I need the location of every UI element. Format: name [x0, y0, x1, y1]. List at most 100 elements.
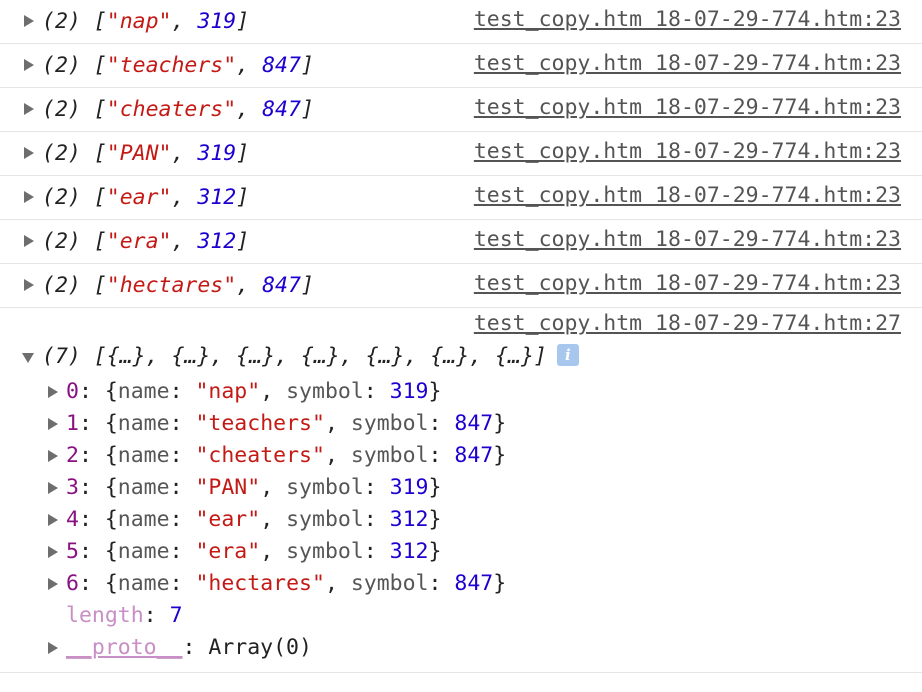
array-length: (2) — [42, 53, 81, 78]
name-key: name — [117, 443, 170, 468]
triangle-right-icon[interactable] — [48, 514, 58, 526]
item-text: 2: {name: "cheaters", symbol: 847} — [66, 443, 507, 468]
triangle-right-icon[interactable] — [24, 191, 34, 203]
name-value: PAN — [208, 475, 248, 500]
proto-key: __proto__ — [66, 635, 183, 660]
symbol-value: 319 — [389, 475, 429, 500]
console-log-row[interactable]: (2) ["teachers", 847] test_copy.htm 18-07… — [0, 44, 922, 88]
array-item[interactable]: 6: {name: "hectares", symbol: 847} — [0, 568, 922, 600]
array-header[interactable]: (7) [{…}, {…}, {…}, {…}, {…}, {…}, {…}] i — [0, 344, 922, 376]
triangle-right-icon[interactable] — [24, 147, 34, 159]
source-link[interactable]: test_copy.htm 18-07-29-774.htm:23 — [473, 271, 901, 296]
triangle-right-icon[interactable] — [48, 578, 58, 590]
console-log-row[interactable]: (2) ["PAN", 319] test_copy.htm 18-07-29-7… — [0, 132, 922, 176]
console-log-row[interactable]: (2) ["cheaters", 847] test_copy.htm 18-07… — [0, 88, 922, 132]
item-index: 5 — [66, 539, 79, 564]
symbol-value: 312 — [389, 539, 429, 564]
item-text: 1: {name: "teachers", symbol: 847} — [66, 411, 507, 436]
triangle-right-icon[interactable] — [48, 546, 58, 558]
string-value: era — [119, 229, 159, 254]
symbol-key: symbol — [286, 539, 364, 564]
log-message[interactable]: (2) ["ear", 312] — [42, 185, 250, 210]
item-text: 4: {name: "ear", symbol: 312} — [66, 507, 442, 532]
name-value: hectares — [208, 571, 312, 596]
source-link[interactable]: test_copy.htm 18-07-29-774.htm:23 — [473, 139, 901, 164]
triangle-right-icon[interactable] — [48, 642, 58, 654]
number-value: 847 — [262, 273, 301, 298]
triangle-right-icon[interactable] — [48, 450, 58, 462]
console-log-row[interactable]: (2) ["era", 312] test_copy.htm 18-07-29-7… — [0, 220, 922, 264]
source-line: test_copy.htm 18-07-29-774.htm:27 — [0, 308, 922, 344]
symbol-key: symbol — [350, 571, 429, 596]
triangle-right-icon[interactable] — [48, 482, 58, 494]
triangle-right-icon[interactable] — [24, 235, 34, 247]
triangle-right-icon[interactable] — [24, 15, 34, 27]
console-log-row[interactable]: (2) ["nap", 319] test_copy.htm 18-07-29-7… — [0, 0, 922, 44]
symbol-key: symbol — [286, 379, 364, 404]
number-value: 847 — [262, 97, 301, 122]
console-log-expanded: test_copy.htm 18-07-29-774.htm:27 (7) [{…… — [0, 308, 922, 673]
array-item[interactable]: 2: {name: "cheaters", symbol: 847} — [0, 440, 922, 472]
string-value: teachers — [119, 53, 224, 78]
string-value: nap — [119, 9, 159, 34]
item-index: 6 — [66, 571, 79, 596]
source-link[interactable]: test_copy.htm 18-07-29-774.htm:23 — [473, 95, 901, 120]
length-row: length: 7 — [0, 600, 922, 632]
array-item[interactable]: 4: {name: "ear", symbol: 312} — [0, 504, 922, 536]
item-index: 2 — [66, 443, 79, 468]
number-value: 847 — [262, 53, 301, 78]
triangle-right-icon[interactable] — [24, 59, 34, 71]
source-link[interactable]: test_copy.htm 18-07-29-774.htm:23 — [473, 7, 901, 32]
symbol-key: symbol — [350, 443, 429, 468]
array-length: (2) — [42, 229, 81, 254]
string-value: cheaters — [119, 97, 224, 122]
array-length: (2) — [42, 141, 81, 166]
console-log-row[interactable]: (2) ["hectares", 847] test_copy.htm 18-07… — [0, 264, 922, 308]
name-key: name — [117, 411, 170, 436]
array-length: (2) — [42, 185, 81, 210]
name-value: ear — [208, 507, 248, 532]
console-log-row[interactable]: (2) ["ear", 312] test_copy.htm 18-07-29-7… — [0, 176, 922, 220]
number-value: 312 — [197, 185, 237, 210]
triangle-down-icon[interactable] — [22, 353, 34, 363]
log-message[interactable]: (2) ["teachers", 847] — [42, 53, 314, 78]
triangle-right-icon[interactable] — [24, 103, 34, 115]
log-message[interactable]: (2) ["era", 312] — [42, 229, 250, 254]
item-index: 0 — [66, 379, 79, 404]
log-message[interactable]: (2) ["nap", 319] — [42, 9, 250, 34]
array-item[interactable]: 0: {name: "nap", symbol: 319} — [0, 376, 922, 408]
array-length: (2) — [42, 97, 81, 122]
length-text: length: 7 — [66, 603, 183, 628]
string-value: PAN — [119, 141, 159, 166]
number-value: 319 — [197, 141, 237, 166]
triangle-right-icon[interactable] — [24, 279, 34, 291]
source-link[interactable]: test_copy.htm 18-07-29-774.htm:23 — [473, 227, 901, 252]
item-text: 0: {name: "nap", symbol: 319} — [66, 379, 442, 404]
info-icon[interactable]: i — [556, 344, 579, 366]
array-length: (2) — [42, 273, 81, 298]
array-length: (7) — [42, 344, 81, 369]
item-index: 3 — [66, 475, 79, 500]
length-key: length — [66, 603, 144, 628]
source-link[interactable]: test_copy.htm 18-07-29-774.htm:23 — [473, 51, 901, 76]
name-value: era — [208, 539, 248, 564]
log-message[interactable]: (2) ["PAN", 319] — [42, 141, 250, 166]
array-item[interactable]: 5: {name: "era", symbol: 312} — [0, 536, 922, 568]
array-item[interactable]: 3: {name: "PAN", symbol: 319} — [0, 472, 922, 504]
triangle-right-icon[interactable] — [48, 418, 58, 430]
source-link[interactable]: test_copy.htm 18-07-29-774.htm:23 — [473, 183, 901, 208]
item-index: 4 — [66, 507, 79, 532]
number-value: 312 — [197, 229, 237, 254]
array-preview[interactable]: (7) [{…}, {…}, {…}, {…}, {…}, {…}, {…}] i — [42, 344, 579, 370]
item-text: 3: {name: "PAN", symbol: 319} — [66, 475, 442, 500]
log-message[interactable]: (2) ["cheaters", 847] — [42, 97, 314, 122]
name-value: cheaters — [208, 443, 312, 468]
source-link[interactable]: test_copy.htm 18-07-29-774.htm:27 — [473, 311, 901, 336]
array-item[interactable]: 1: {name: "teachers", symbol: 847} — [0, 408, 922, 440]
array-preview-text: [{…}, {…}, {…}, {…}, {…}, {…}, {…}] — [93, 344, 547, 369]
array-length: (2) — [42, 9, 81, 34]
log-message[interactable]: (2) ["hectares", 847] — [42, 273, 314, 298]
triangle-right-icon[interactable] — [48, 386, 58, 398]
proto-row[interactable]: __proto__: Array(0) — [0, 632, 922, 664]
symbol-value: 847 — [454, 411, 494, 436]
